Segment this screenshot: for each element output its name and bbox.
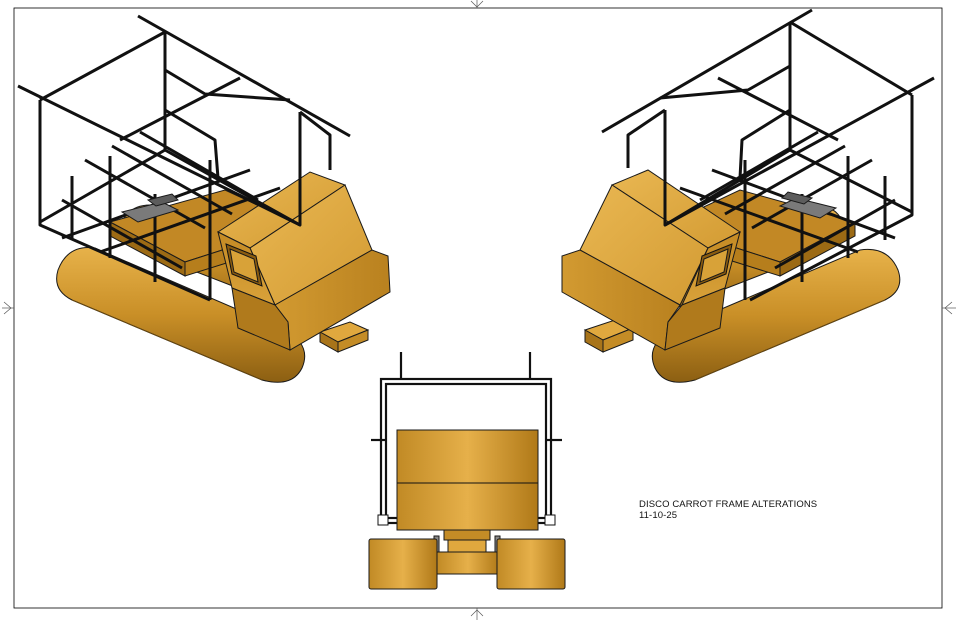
right-view-cab — [561, 169, 741, 351]
center-mark-left — [2, 301, 14, 315]
drawing-date-note: 11-10-25 — [639, 510, 678, 521]
isometric-left-view — [17, 14, 391, 383]
left-view-frame — [17, 14, 351, 302]
left-view-cab — [216, 171, 391, 351]
center-mark-bottom — [470, 608, 484, 620]
isometric-right-view — [561, 8, 935, 383]
front-view-cab-top — [396, 429, 539, 484]
front-view-left-track — [368, 538, 438, 590]
center-mark-top — [470, 0, 484, 8]
front-view-right-track — [496, 538, 566, 590]
front-view-cab-body — [396, 482, 539, 531]
center-mark-right — [942, 301, 956, 315]
front-view — [368, 352, 566, 590]
right-view-frame — [601, 8, 935, 302]
drawing-title-note: DISCO CARROT FRAME ALTERATIONS — [639, 499, 818, 510]
